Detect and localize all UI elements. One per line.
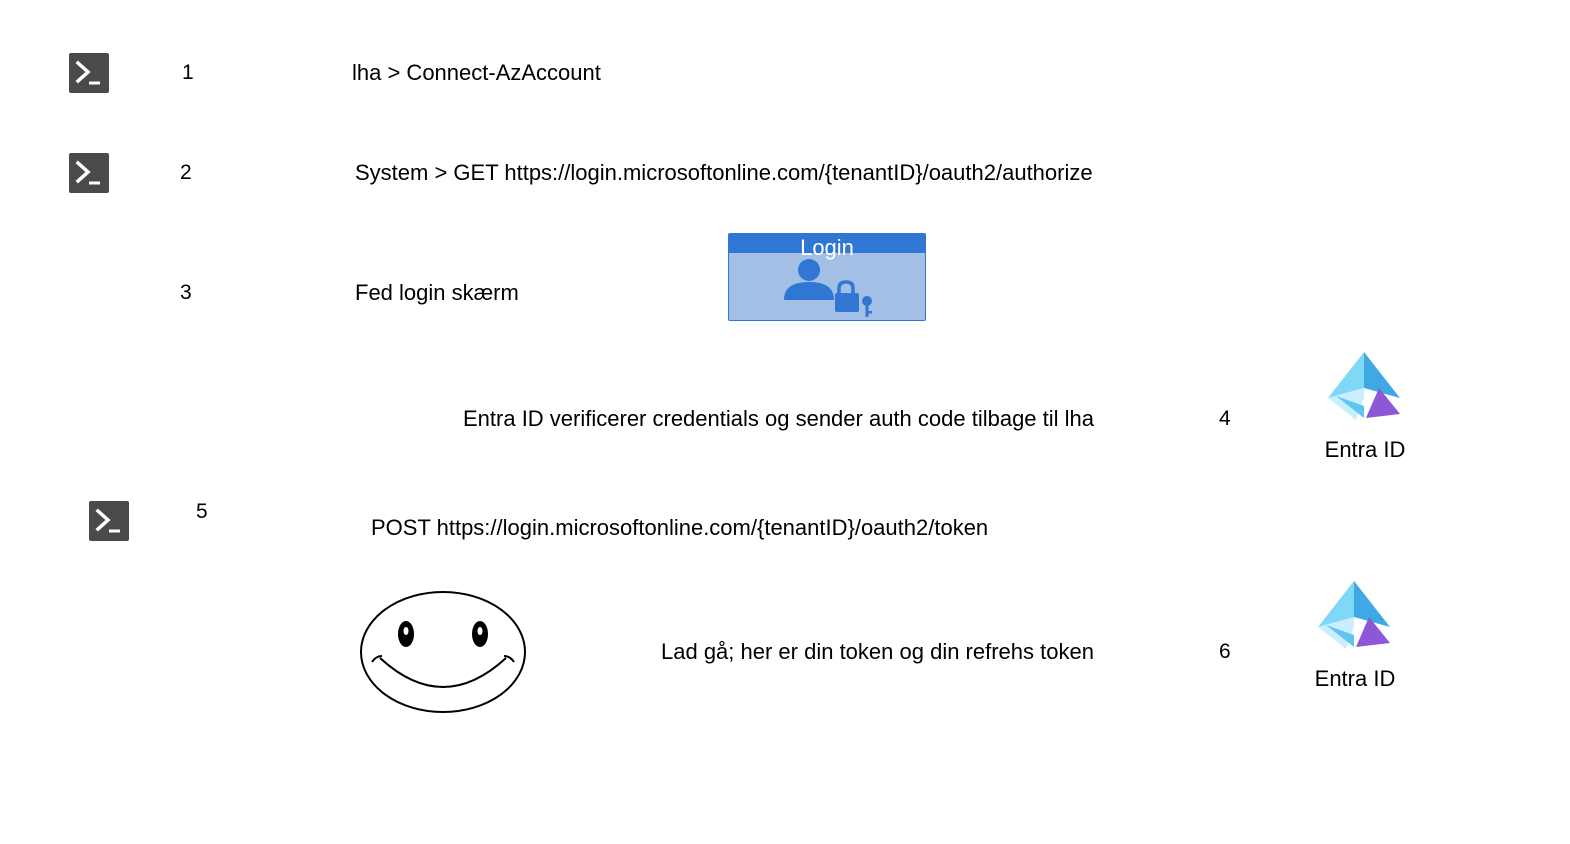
entra-id-label: Entra ID bbox=[1314, 666, 1396, 691]
powershell-icon bbox=[69, 153, 109, 193]
step-text: Entra ID verificerer credentials og send… bbox=[463, 406, 1095, 431]
powershell-icon bbox=[69, 53, 109, 93]
step-number: 4 bbox=[1219, 407, 1231, 430]
entra-id-icon bbox=[1304, 579, 1404, 653]
step-text: lha > Connect-AzAccount bbox=[352, 60, 601, 85]
step-text: POST https://login.microsoftonline.com/{… bbox=[371, 515, 989, 540]
step-number: 5 bbox=[196, 500, 208, 523]
entra-id-label: Entra ID bbox=[1324, 437, 1406, 462]
login-title: Login bbox=[800, 235, 854, 260]
login-screen: Login bbox=[728, 233, 926, 321]
step-text: System > GET https://login.microsoftonli… bbox=[355, 160, 1093, 185]
step-number: 1 bbox=[182, 61, 194, 84]
step-text: Lad gå; her er din token og din refrehs … bbox=[661, 639, 1094, 664]
step-number: 2 bbox=[180, 161, 192, 184]
smiley-face-icon bbox=[360, 591, 526, 713]
step-number: 3 bbox=[180, 281, 192, 304]
entra-id-icon bbox=[1314, 350, 1414, 424]
step-number: 6 bbox=[1219, 640, 1231, 663]
user-lock-icon bbox=[784, 259, 872, 317]
step-text: Fed login skærm bbox=[355, 280, 519, 305]
login-header-bar bbox=[729, 234, 925, 253]
powershell-icon bbox=[89, 501, 129, 541]
